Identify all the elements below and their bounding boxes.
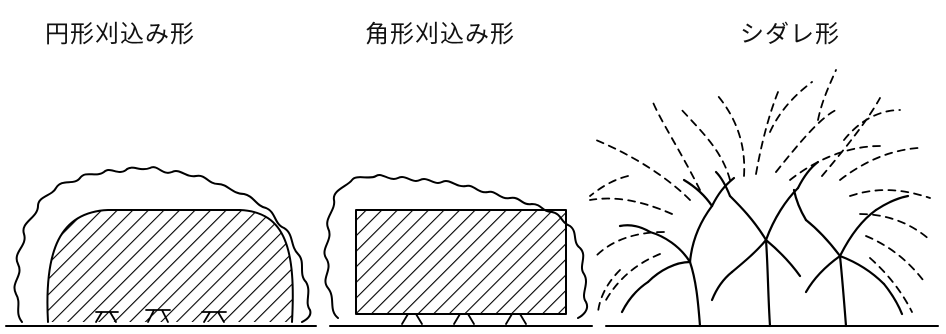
round-shrub-stems [95, 309, 227, 323]
square-clipped-shrub [323, 174, 593, 327]
label-round-clipped: 円形刈込み形 [45, 20, 195, 48]
square-shrub-core [355, 209, 567, 315]
weeping-tree [589, 69, 939, 328]
square-shrub-foliage-outline [323, 174, 588, 319]
label-square-clipped: 角形刈込み形 [365, 20, 515, 48]
square-shrub-stems [399, 313, 529, 325]
label-weeping: シダレ形 [740, 20, 840, 48]
round-shrub-hatch [47, 210, 293, 322]
weeping-trunks-and-branches [618, 160, 910, 328]
round-clipped-shrub [5, 166, 317, 327]
weeping-dashed-branches [589, 69, 931, 313]
round-shrub-foliage-outline [13, 166, 312, 323]
